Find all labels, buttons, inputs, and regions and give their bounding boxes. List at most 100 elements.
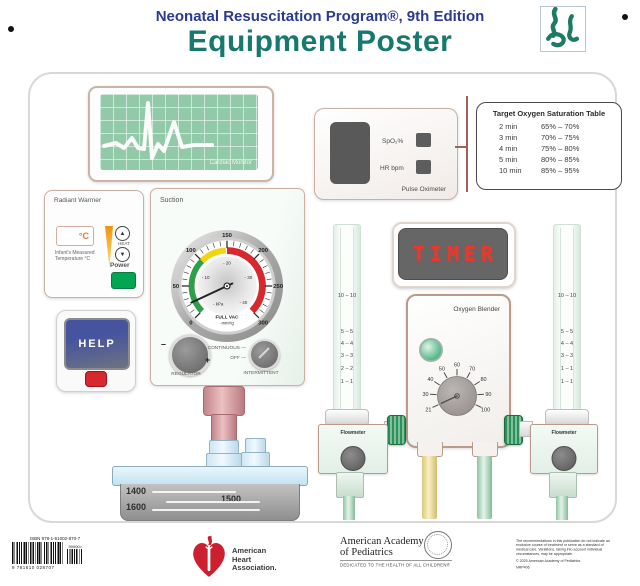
down-arrow-icon: ▼	[119, 251, 126, 258]
power-button[interactable]	[111, 272, 136, 289]
flowmeter-left: Flowmeter	[318, 424, 388, 474]
range-cell: 75% – 80%	[541, 144, 580, 153]
canister-mark: 1500	[221, 494, 242, 504]
flowmeter-outlet-left	[336, 472, 364, 498]
oxygen-blender-title: Oxygen Blender	[453, 306, 500, 313]
barcode-main-icon	[12, 542, 64, 564]
flowmeter-knob-right[interactable]	[551, 446, 577, 471]
aha-heart-icon	[193, 536, 225, 577]
temperature-display: °C	[56, 226, 94, 246]
flowmeter-knob-left[interactable]	[340, 446, 366, 471]
scale-mark: 1 – 1	[340, 379, 354, 385]
range-cell: 65% – 70%	[541, 122, 580, 131]
nrp-logo-icon	[546, 6, 580, 48]
mode-knob[interactable]	[249, 339, 280, 370]
flowmeter-tube-left: 10 – 10 5 – 5 4 – 4 3 – 3 2 – 2 1 – 1	[333, 224, 361, 412]
table-row: 4 min 75% – 80%	[499, 143, 621, 154]
heat-label: HEAT	[118, 241, 130, 246]
canister-line	[152, 509, 260, 511]
scale-mark: 1 – 1	[560, 366, 574, 372]
heat-indicator-icon	[105, 226, 113, 268]
timer-screen: TIMER	[398, 228, 508, 280]
oxygen-tube	[477, 456, 492, 519]
svg-text:30: 30	[423, 392, 429, 398]
time-cell: 2 min	[499, 122, 518, 131]
regulator-knob[interactable]	[169, 334, 211, 376]
scale-mark: 1 – 1	[560, 379, 574, 385]
saturation-table: Target Oxygen Saturation Table 2 min 65%…	[476, 102, 622, 190]
regulator-minus: –	[161, 339, 167, 349]
scale-mark: 5 – 5	[560, 329, 574, 335]
spo2-display	[416, 133, 431, 147]
time-cell: 10 min	[499, 166, 522, 175]
svg-text:300: 300	[258, 320, 269, 326]
cardiac-monitor-screen: Cardiac Monitor	[100, 94, 258, 170]
continuous-label: CONTINUOUS —	[207, 346, 246, 351]
registration-dot-right	[622, 14, 628, 20]
flowmeter-tube-right: 10 – 10 5 – 5 4 – 4 3 – 3 1 – 1 1 – 1	[553, 224, 581, 412]
copyright-text: © 2025 American Academy of Pediatrics	[516, 559, 581, 564]
barcode-addon-text: 90000>	[68, 544, 82, 549]
heat-down-button[interactable]: ▼	[115, 247, 130, 262]
svg-text:100: 100	[481, 407, 490, 413]
time-cell: 3 min	[499, 133, 518, 142]
svg-text:50: 50	[173, 284, 180, 290]
time-cell: 5 min	[499, 155, 518, 164]
aap-tagline: DEDICATED TO THE HEALTH OF ALL CHILDREN®	[340, 563, 451, 569]
barcode-addon: 90000>	[67, 544, 82, 564]
oximeter-cable	[455, 146, 468, 148]
suction-connector-upper	[203, 386, 245, 416]
nrp-logo	[540, 6, 586, 52]
canister-mark: 1600	[126, 502, 147, 512]
svg-text:- 40: - 40	[239, 300, 247, 305]
range-cell: 80% – 85%	[541, 155, 580, 164]
canister-line	[152, 491, 236, 493]
radiant-warmer-title: Radiant Warmer	[54, 197, 102, 204]
isbn-text: ISBN 978-1-61002-870-7	[29, 536, 81, 541]
oximeter-cable-vertical	[466, 96, 468, 192]
cardiac-monitor-label: Cardiac Monitor	[209, 160, 252, 166]
fine-print: The recommendations in this publication …	[516, 539, 617, 570]
svg-text:- 30: - 30	[244, 275, 252, 280]
regulator-label: REGULATOR	[171, 372, 201, 377]
barcode-addon-icon	[67, 549, 82, 564]
page-title: Equipment Poster	[187, 25, 453, 58]
scale-mark: 3 – 3	[560, 353, 574, 359]
temperature-caption: Infant's Measured Temperature °C	[55, 250, 95, 262]
aap-name: American Academy of Pediatrics	[340, 536, 424, 558]
canister-mark: 1400	[126, 486, 147, 496]
scale-mark: 4 – 4	[340, 341, 354, 347]
disclaimer-text: The recommendations in this publication …	[516, 539, 610, 557]
svg-text:- 10: - 10	[202, 275, 210, 280]
svg-text:80: 80	[481, 377, 487, 383]
time-cell: 4 min	[499, 144, 518, 153]
aha-name: American Heart Association.	[232, 546, 277, 572]
flowmeter-outlet-right	[549, 472, 577, 498]
pulse-oximeter-screen	[330, 122, 370, 184]
help-call-button[interactable]	[85, 371, 107, 387]
aap-seal-inner	[427, 534, 448, 555]
help-label: HELP	[78, 338, 116, 350]
suction-connector-lower	[211, 414, 237, 443]
program-title: Neonatal Resuscitation Program®, 9th Edi…	[155, 8, 485, 25]
blender-pointer	[440, 395, 458, 405]
pulse-oximeter-label: Pulse Oximeter	[401, 186, 446, 193]
suction-title: Suction	[160, 197, 184, 204]
blender-inlet-knob-left[interactable]	[387, 415, 406, 445]
range-cell: 70% – 75%	[541, 133, 580, 142]
svg-text:250: 250	[273, 284, 284, 290]
heat-up-button[interactable]: ▲	[115, 226, 130, 241]
ecg-trace-icon	[102, 101, 214, 160]
knob-indicator	[258, 347, 270, 359]
hr-display	[416, 160, 431, 174]
flowmeter-float-tube	[340, 228, 354, 411]
table-row: 10 min 85% – 95%	[499, 165, 621, 176]
blender-indicator-light	[419, 338, 443, 362]
table-row: 2 min 65% – 70%	[499, 121, 621, 132]
canister-line	[166, 501, 260, 503]
